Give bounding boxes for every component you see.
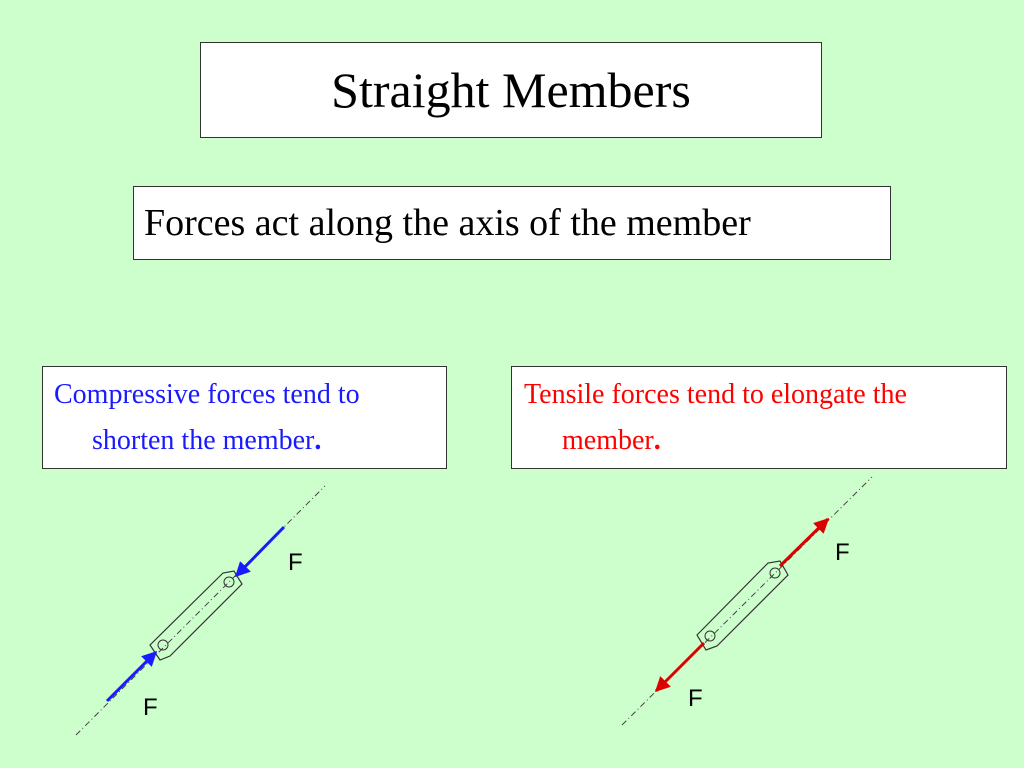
compressive-member-diagram: F F [75, 485, 326, 736]
tensile-force-label-top: F [835, 539, 850, 566]
compressive-force-arrow-bottom [105, 650, 158, 703]
tensile-force-arrow-top [778, 517, 830, 568]
compressive-line-2-wrap: shorten the member. [54, 415, 446, 467]
compressive-note-box: Compressive forces tend to shorten the m… [42, 366, 447, 469]
tensile-force-label-bottom: F [688, 685, 703, 712]
compressive-force-arrow-top [234, 525, 286, 578]
subtitle-box: Forces act along the axis of the member [133, 186, 891, 260]
subtitle-text: Forces act along the axis of the member [144, 202, 751, 244]
slide-title-box: Straight Members [200, 42, 822, 138]
compressive-pin-bottom [157, 639, 169, 651]
tensile-pin-top [769, 567, 781, 579]
compressive-force-label-bottom: F [143, 694, 158, 721]
tensile-line-2-wrap: member. [524, 415, 1006, 467]
compressive-pin-top [223, 576, 235, 588]
tensile-period: . [653, 425, 661, 456]
tensile-pin-bottom [704, 630, 716, 642]
tensile-force-arrow-bottom [654, 641, 706, 693]
compressive-line-1: Compressive forces tend to [54, 379, 360, 410]
tensile-note-box: Tensile forces tend to elongate the memb… [511, 366, 1007, 469]
tensile-axis-line [621, 476, 873, 726]
compressive-period: . [314, 425, 322, 456]
tensile-member-diagram: F F [621, 476, 873, 726]
compressive-axis-line [75, 485, 326, 736]
tensile-member-body [696, 560, 789, 651]
compressive-line-2: shorten the member [92, 425, 315, 456]
compressive-member-body [149, 570, 243, 661]
tensile-line-1: Tensile forces tend to elongate the [524, 379, 907, 410]
slide-title: Straight Members [331, 62, 691, 118]
compressive-force-label-top: F [288, 549, 303, 576]
tensile-line-2: member [562, 425, 654, 456]
